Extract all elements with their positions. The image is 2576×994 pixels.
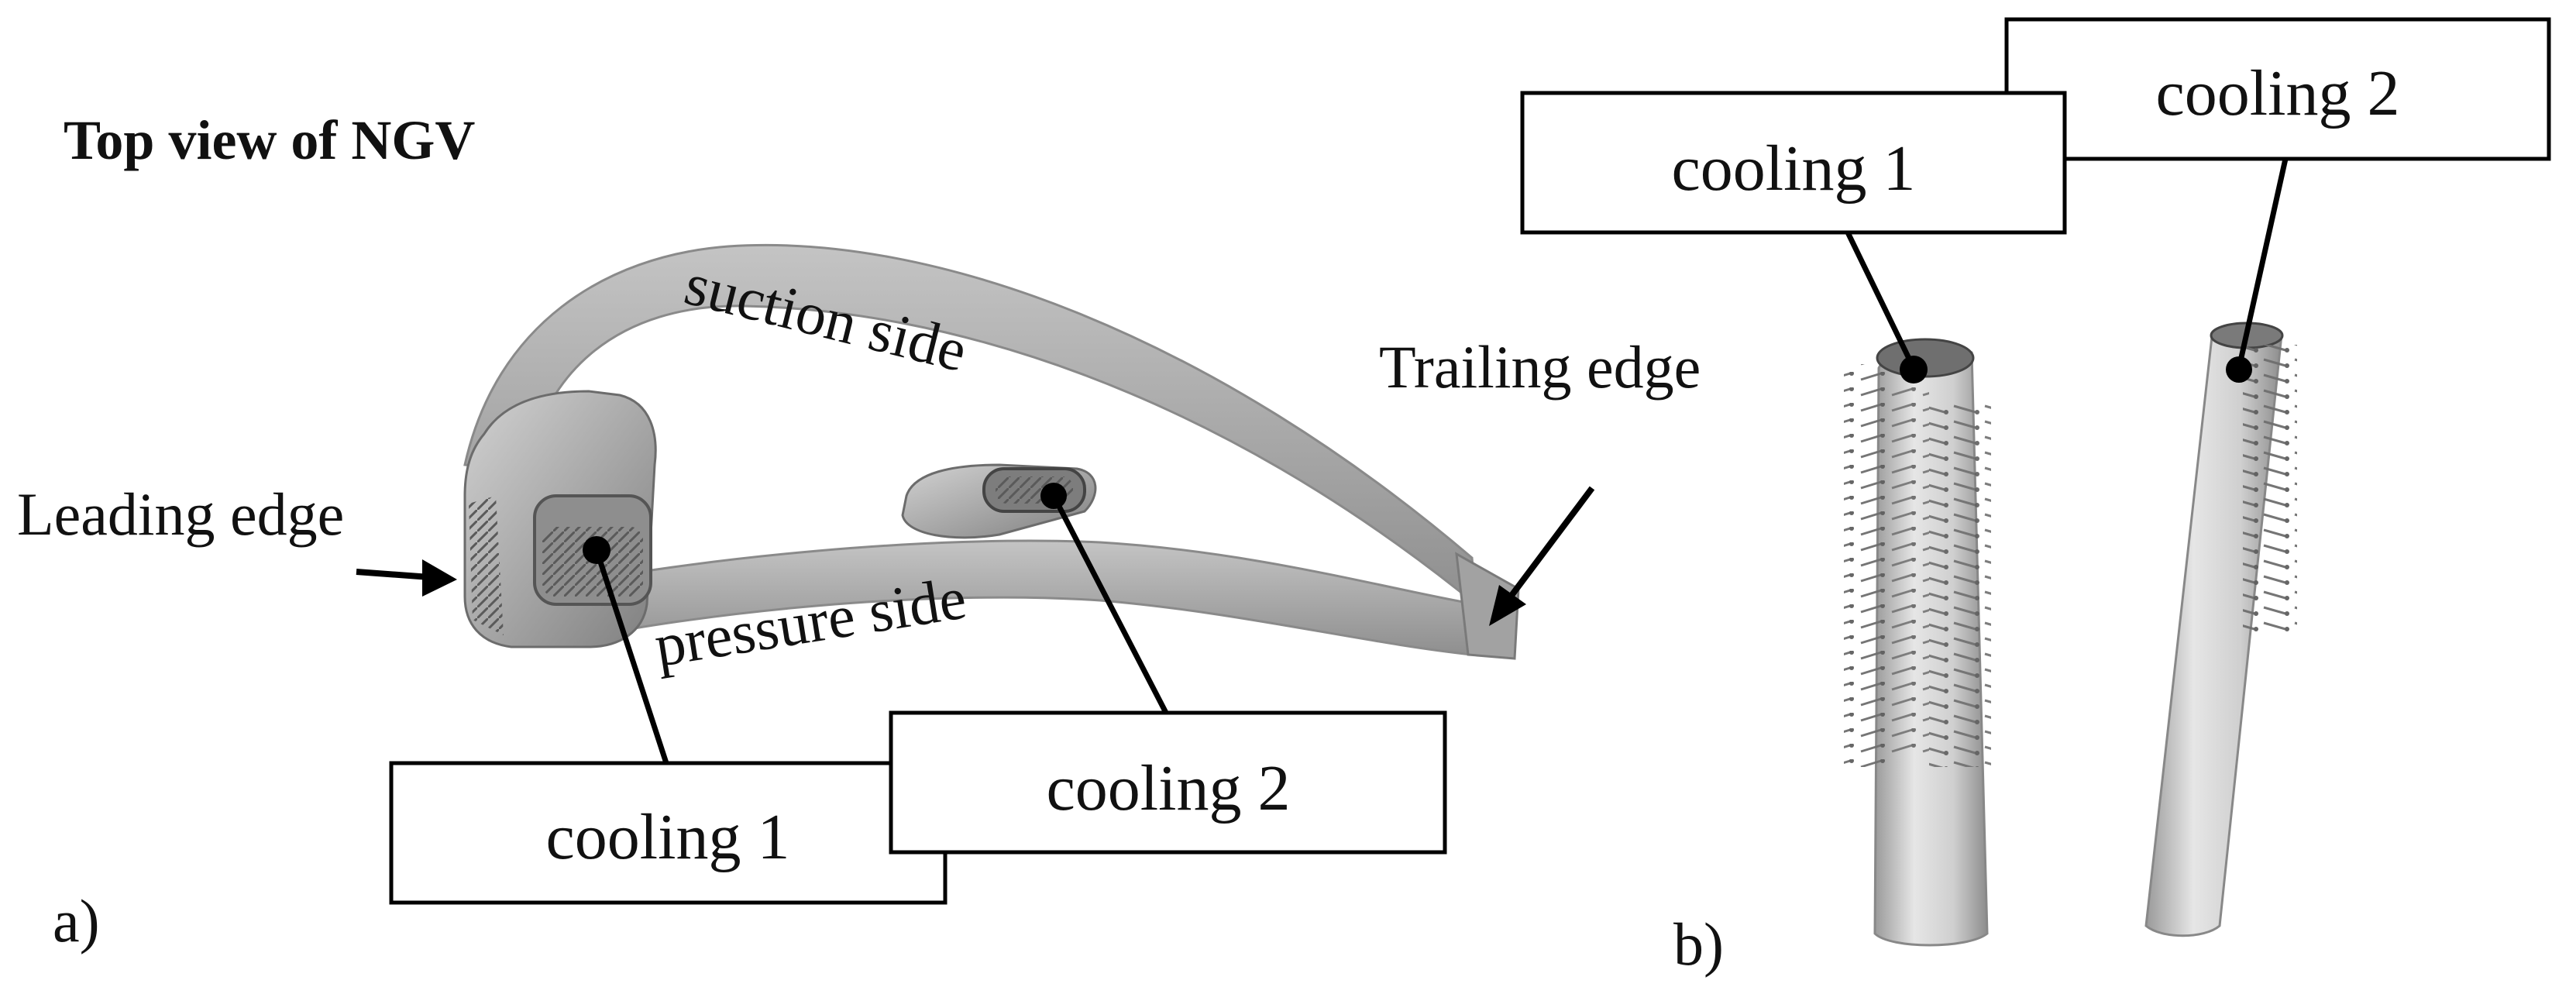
- panel-b-label: b): [1673, 910, 1724, 978]
- ngv-airfoil-top-view: [463, 243, 1520, 660]
- trailing-edge-block: [1455, 552, 1520, 660]
- panel-a-label: a): [53, 887, 100, 954]
- panel-a: Top view of NGV suction side pressure si…: [17, 109, 1701, 954]
- cooling-2-leader-b: [2236, 158, 2289, 369]
- cooling-1-leader-b: [1845, 231, 1917, 370]
- cooling-2-leader-a: [1051, 494, 1169, 714]
- cooling-2-box-a: cooling 2: [889, 710, 1447, 855]
- trailing-edge-arrow: [1489, 486, 1595, 626]
- cooling-1-box-b-label: cooling 1: [1672, 132, 1916, 205]
- panel-b: cooling 2 cooling 1 b): [1520, 17, 2551, 978]
- cooling-2-dot-a: [1040, 483, 1067, 509]
- cooling-2-box-b: cooling 2: [2004, 17, 2551, 161]
- cooling-1-dot-a: [583, 536, 610, 564]
- cooling-2-tube: [2144, 322, 2297, 937]
- cooling-2-box-a-label: cooling 2: [1047, 752, 1291, 824]
- trailing-edge-label: Trailing edge: [1379, 333, 1701, 401]
- cooling-1-box-a-label: cooling 1: [546, 801, 790, 873]
- cooling-2-box-b-label: cooling 2: [2156, 57, 2400, 129]
- suction-side-wall: [463, 243, 1477, 607]
- cooling-1-box-b: cooling 1: [1520, 91, 2067, 235]
- cooling-1-dot-b: [1900, 356, 1928, 383]
- cooling-1-box-a: cooling 1: [389, 761, 948, 905]
- leading-edge-label: Leading edge: [17, 480, 344, 548]
- cooling-1-leader-a: [593, 549, 669, 765]
- cooling-1-tube: [1844, 338, 1991, 947]
- cooling-1-hatch: [469, 496, 504, 635]
- leading-edge-arrow: [356, 559, 457, 597]
- cooling-2-dot-b: [2226, 356, 2252, 383]
- panel-a-title: Top view of NGV: [64, 109, 475, 171]
